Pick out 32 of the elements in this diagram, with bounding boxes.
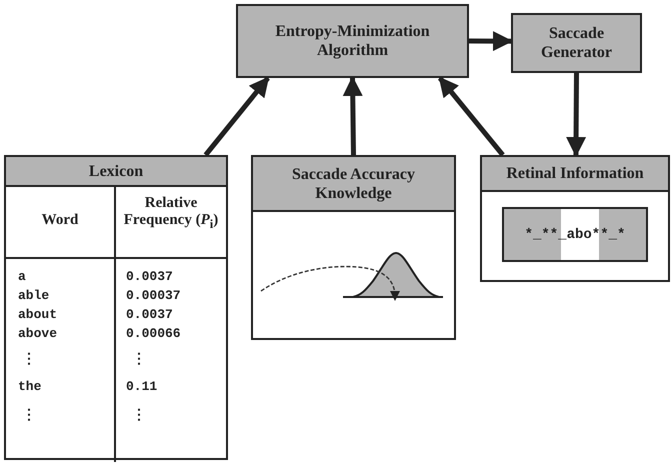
- process-box: [511, 13, 642, 73]
- column-header: Word: [40, 212, 80, 229]
- ellipsis-mark: ⋮: [132, 407, 146, 426]
- box-title: Saccade Generator: [540, 24, 614, 62]
- ellipsis-mark: ⋮: [22, 351, 36, 370]
- knowledge-panel: [251, 155, 456, 340]
- retinal-panel: [480, 155, 670, 282]
- panel-heading: Lexicon: [6, 157, 226, 187]
- ellipsis-mark: ⋮: [22, 407, 36, 426]
- arrow: [438, 76, 505, 157]
- word-entry: a: [18, 269, 26, 285]
- frequency-value: 0.11: [126, 379, 158, 395]
- word-entry: about: [18, 307, 58, 323]
- process-box: [236, 4, 469, 78]
- frequency-value: 0.0037: [126, 307, 173, 323]
- frequency-value: 0.00037: [126, 288, 181, 304]
- box-title: Entropy-Minimization Algorithm: [274, 22, 431, 60]
- retinal-string: *_**_abo**_*: [502, 207, 648, 262]
- column-header: Relative Frequency (P$_{i}$): [122, 195, 220, 233]
- arrow: [204, 76, 270, 157]
- frequency-value: 0.00066: [126, 326, 181, 342]
- frequency-value: 0.0037: [126, 269, 173, 285]
- arrow: [342, 76, 363, 156]
- arrow: [469, 31, 513, 52]
- ellipsis-mark: ⋮: [132, 351, 146, 370]
- panel-heading: Saccade Accuracy Knowledge: [253, 157, 454, 212]
- word-entry: able: [18, 288, 50, 304]
- arrow: [566, 72, 586, 157]
- panel-heading: Retinal Information: [482, 157, 668, 192]
- word-entry: the: [18, 379, 42, 395]
- lexicon-panel: [4, 155, 228, 460]
- word-entry: above: [18, 326, 58, 342]
